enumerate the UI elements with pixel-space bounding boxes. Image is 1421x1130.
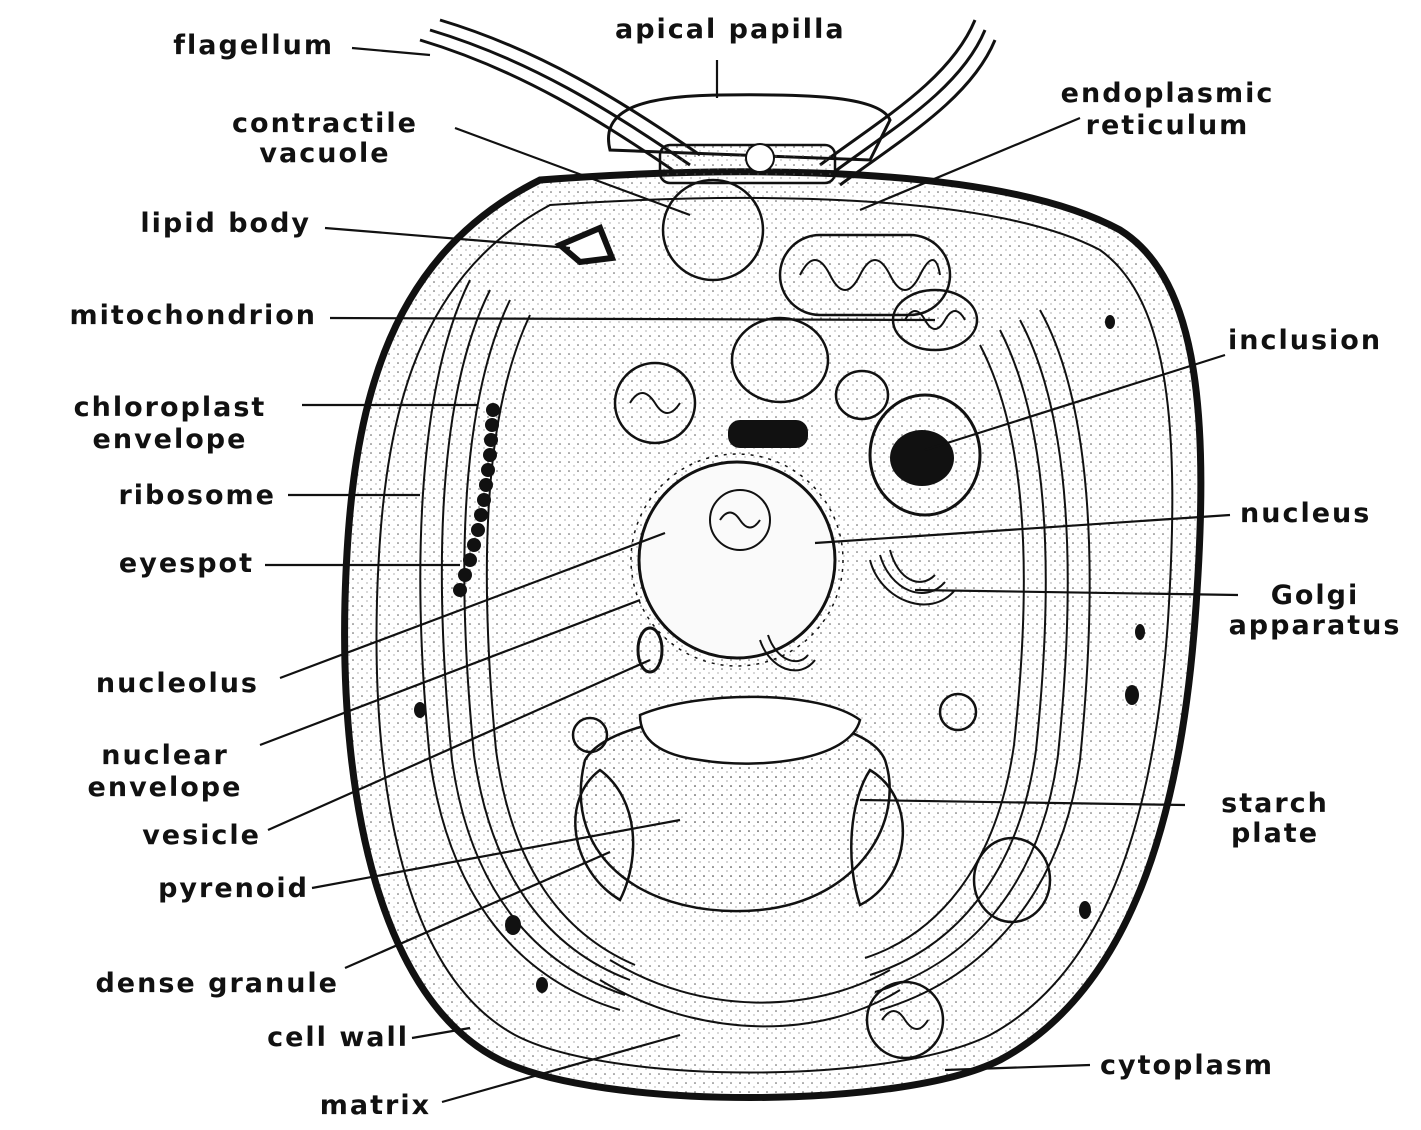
label-flagellum: flagellum (173, 30, 334, 61)
label-starch-plate-line1: starch (1190, 788, 1360, 819)
dense-body (728, 420, 808, 448)
label-endoplasmic-reticulum-line2: reticulum (1040, 110, 1295, 141)
label-chloroplast-envelope-line1: chloroplast (50, 392, 290, 423)
label-golgi-apparatus-line2: apparatus (1215, 610, 1415, 641)
label-inclusion: inclusion (1228, 325, 1382, 356)
label-chloroplast-envelope-line2: envelope (50, 424, 290, 455)
label-starch-plate-line2: plate (1190, 818, 1360, 849)
label-nuclear-envelope-line1: nuclear (65, 740, 265, 771)
label-pyrenoid: pyrenoid (158, 873, 309, 904)
label-golgi-apparatus-line1: Golgi (1215, 580, 1415, 611)
label-ribosome: ribosome (118, 480, 276, 511)
label-nuclear-envelope-line2: envelope (65, 772, 265, 803)
label-apical-papilla: apical papilla (615, 14, 846, 45)
nucleus (639, 462, 835, 658)
label-nucleus: nucleus (1240, 498, 1371, 529)
label-lipid-body: lipid body (140, 208, 311, 239)
label-dense-granule: dense granule (95, 968, 339, 999)
label-nucleolus: nucleolus (96, 668, 259, 699)
label-endoplasmic-reticulum-line1: endoplasmic (1040, 78, 1295, 109)
label-contractile-vacuole-line1: contractile (210, 108, 440, 139)
label-eyespot: eyespot (119, 548, 254, 579)
label-cytoplasm: cytoplasm (1100, 1050, 1274, 1081)
label-vesicle: vesicle (142, 820, 261, 851)
label-contractile-vacuole-line2: vacuole (210, 138, 440, 169)
label-matrix: matrix (320, 1090, 431, 1121)
inclusion-core (890, 430, 954, 486)
label-cell-wall: cell wall (267, 1022, 409, 1053)
label-mitochondrion: mitochondrion (69, 300, 317, 331)
